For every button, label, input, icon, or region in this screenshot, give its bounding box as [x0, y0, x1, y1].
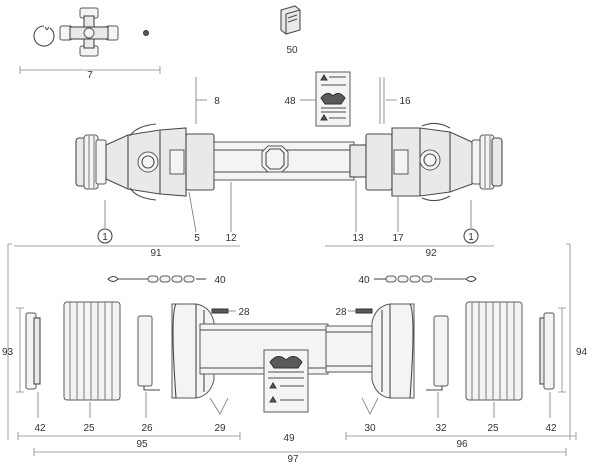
label-bellows-right: 25: [487, 423, 499, 434]
bellows-right-part: [465, 301, 523, 401]
label-cross-journal: 7: [87, 70, 93, 81]
safety-chain-left: [107, 275, 206, 283]
guard-decal-icon: [263, 349, 309, 413]
label-warning-decal: 48: [284, 96, 296, 107]
screw-left-part: [211, 308, 229, 314]
label-upper-guard-right: 16: [399, 96, 411, 107]
cone-ring-right-part: [539, 312, 555, 390]
left-yoke-group: [75, 123, 215, 201]
manual-book-icon: [280, 5, 301, 35]
label-guard-complete: 97: [287, 454, 299, 465]
screw-right-part: [355, 308, 373, 314]
label-cone-ring-left: 42: [34, 423, 46, 434]
label-guard-right-assy: 96: [456, 439, 468, 450]
label-guard-height-right: 94: [576, 347, 588, 358]
warning-decal-icon: [315, 71, 351, 127]
label-chain-right: 40: [358, 275, 370, 286]
cone-ring-left-part: [25, 312, 41, 390]
bearing-ring-right-part: [426, 315, 449, 391]
circlip-part: [33, 25, 55, 47]
label-screw-right: 28: [335, 307, 347, 318]
safety-chain-right: [374, 275, 477, 283]
guard-cone-right-part: [371, 303, 415, 399]
label-cone-right: 30: [364, 423, 376, 434]
label-guard-half-left: 91: [150, 248, 162, 259]
label-guard-tube-decal: 49: [283, 433, 295, 444]
label-guard-half-right: 92: [425, 248, 437, 259]
right-yoke-group: [365, 122, 503, 202]
label-tube-outer: 12: [225, 233, 237, 244]
label-yoke-left: 5: [194, 233, 200, 244]
cross-journal-part: [59, 7, 119, 57]
label-circled-left: 1: [102, 232, 108, 243]
bearing-ring-left-part: [137, 315, 160, 391]
label-circled-right: 1: [468, 232, 474, 243]
label-bearing-ring-right: 32: [435, 423, 447, 434]
label-manual: 50: [286, 45, 298, 56]
label-chain-left: 40: [214, 275, 226, 286]
label-screw-left: 28: [238, 307, 250, 318]
grease-nipple-part: [143, 30, 149, 36]
label-cone-ring-right: 42: [545, 423, 557, 434]
label-yoke-right: 17: [392, 233, 404, 244]
label-guard-height-left: 93: [2, 347, 14, 358]
label-cone-left: 29: [214, 423, 226, 434]
label-guard-left-assy: 95: [136, 439, 148, 450]
label-tube-inner: 13: [352, 233, 364, 244]
label-bellows-left: 25: [83, 423, 95, 434]
label-upper-guard-left: 8: [214, 96, 220, 107]
bellows-left-part: [63, 301, 121, 401]
drive-tubes: [213, 141, 367, 181]
label-bearing-ring-left: 26: [141, 423, 153, 434]
